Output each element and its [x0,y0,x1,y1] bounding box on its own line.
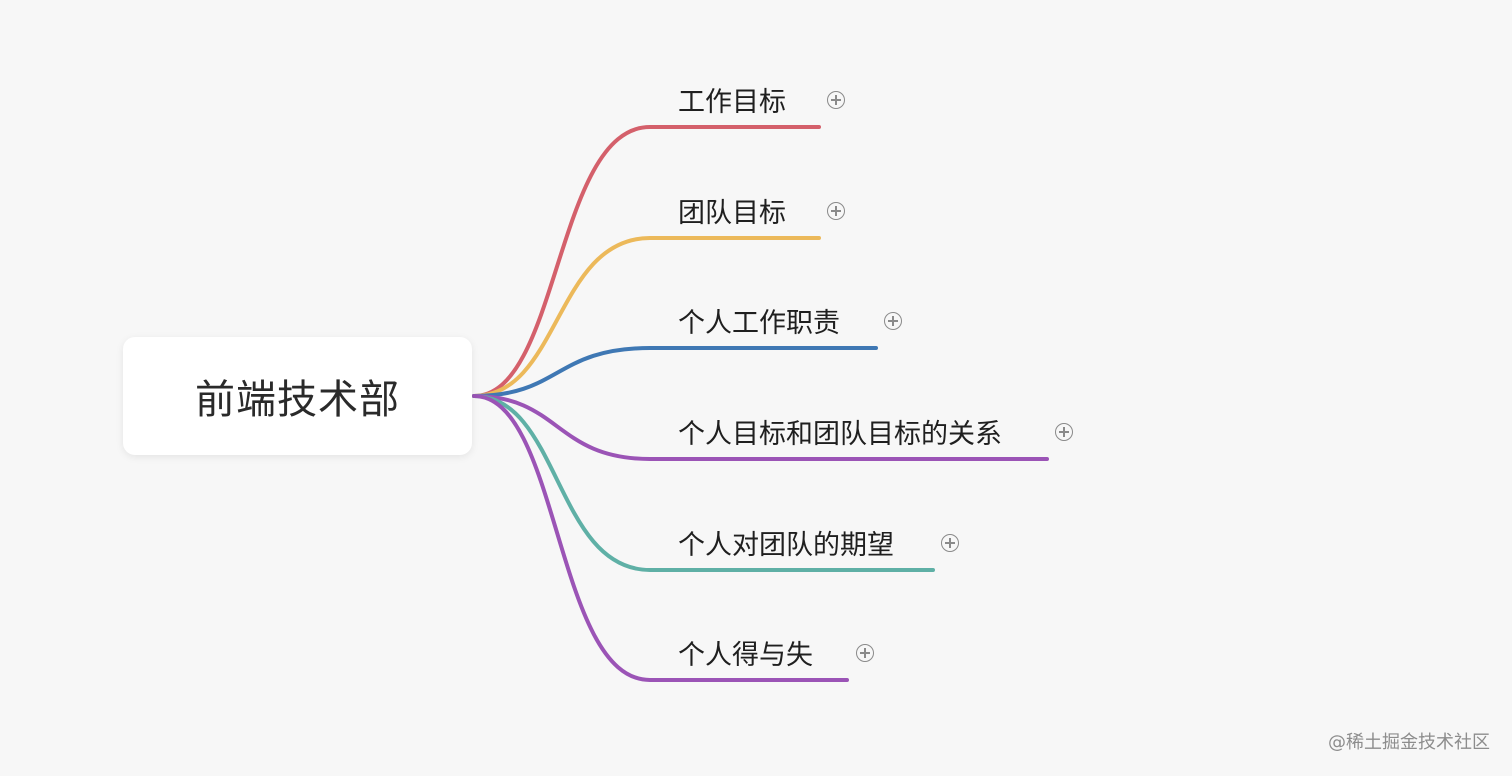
branch-connector [472,125,821,398]
plus-circle-icon[interactable] [856,644,874,662]
branch-connector [472,394,1049,461]
root-node-label: 前端技术部 [195,377,400,423]
branch-label-team-expectations[interactable]: 个人对团队的期望 [678,530,894,561]
branch-connector [472,394,849,682]
root-node[interactable]: 前端技术部 [123,337,472,455]
branch-label-personal-duties[interactable]: 个人工作职责 [678,308,840,339]
plus-circle-icon[interactable] [1055,423,1073,441]
plus-circle-icon[interactable] [884,312,902,330]
plus-circle-icon[interactable] [827,91,845,109]
plus-circle-icon[interactable] [827,202,845,220]
plus-circle-icon[interactable] [941,534,959,552]
branch-label-team-goals[interactable]: 团队目标 [678,198,786,229]
branch-connector [472,346,878,398]
branch-label-gains-losses[interactable]: 个人得与失 [678,640,813,671]
branch-connector [472,394,935,572]
branch-connector [472,236,821,398]
branch-label-work-goals[interactable]: 工作目标 [678,87,786,118]
watermark: @稀土掘金技术社区 [1328,732,1490,753]
branch-label-goal-relationship[interactable]: 个人目标和团队目标的关系 [678,419,1002,450]
